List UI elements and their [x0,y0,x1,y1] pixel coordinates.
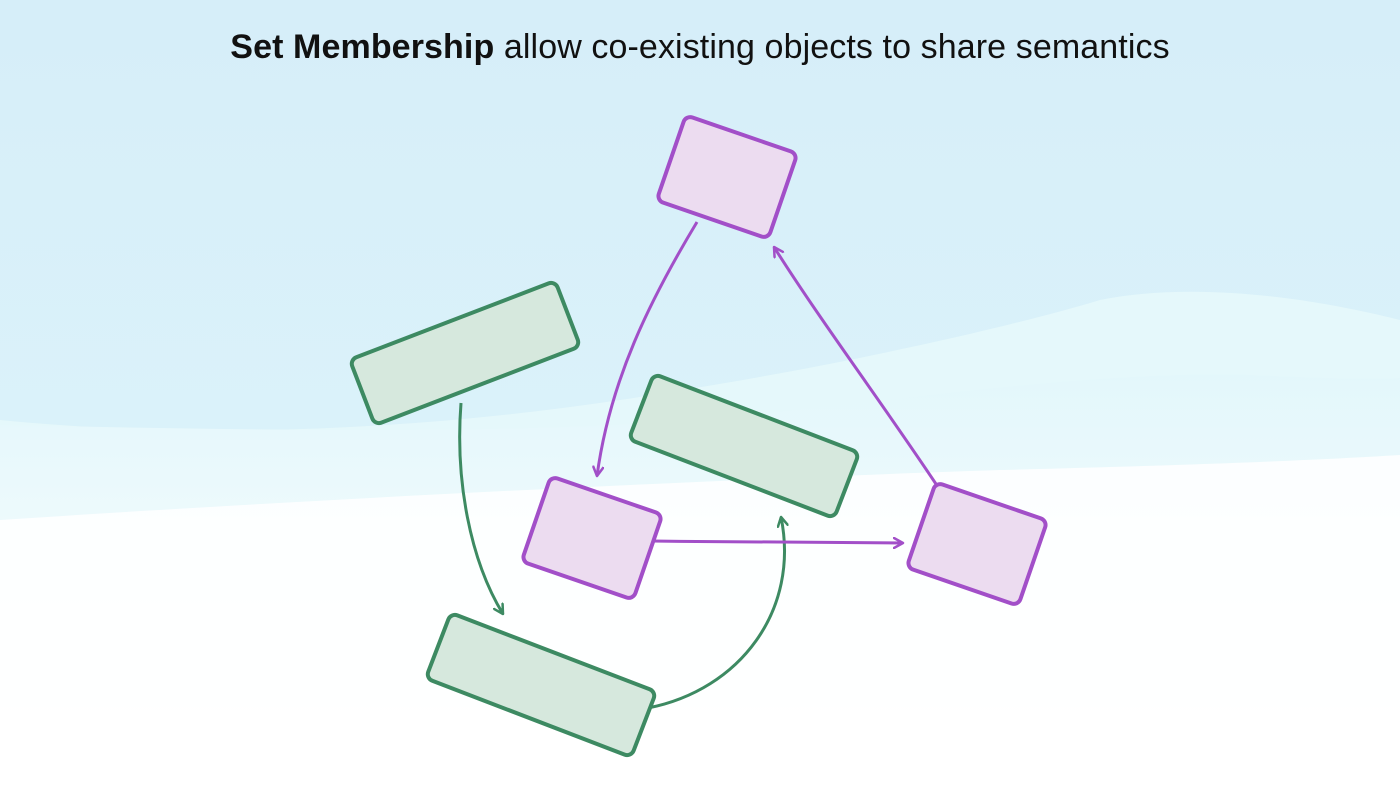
purple-arrow-top-to-middle [597,221,699,476]
purple-box-top [656,115,798,239]
green-arrow-bottom-to-middle [647,517,785,710]
green-box-top-left [349,280,581,426]
purple-box-middle [521,476,663,600]
purple-arrow-middle-to-right [651,541,903,543]
purple-arrow-right-to-top [772,247,938,485]
green-arrow-top-to-bottom [458,402,505,614]
purple-box-right [906,482,1048,606]
green-box-middle [628,373,860,519]
green-box-bottom [425,612,657,758]
title-rest: allow co-existing objects to share seman… [494,28,1170,66]
slide-title: Set Membership allow co-existing objects… [0,28,1400,67]
title-bold: Set Membership [230,28,495,66]
